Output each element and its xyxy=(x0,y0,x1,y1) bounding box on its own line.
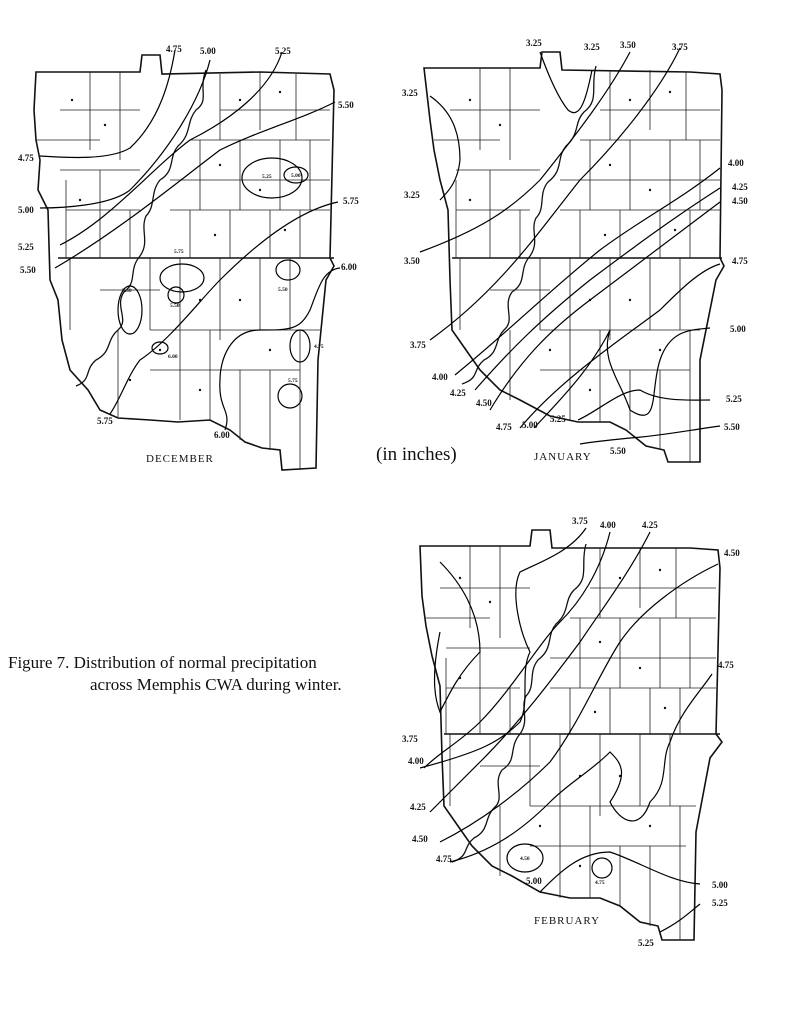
contour-label: 5.00 xyxy=(526,876,542,886)
contour-label: 4.75 xyxy=(18,153,34,163)
caption-line-1: Figure 7. Distribution of normal precipi… xyxy=(8,653,317,672)
contour-label: 3.75 xyxy=(572,516,588,526)
contour-label: 3.50 xyxy=(404,256,420,266)
contour-label-small: 5.50 xyxy=(278,287,288,293)
county-grid xyxy=(33,54,335,471)
month-label: DECEMBER xyxy=(146,453,214,465)
isohyet-5-75 xyxy=(109,201,339,415)
contour-label: 3.25 xyxy=(404,190,420,200)
mississippi-river xyxy=(451,543,587,863)
contour-label: 4.25 xyxy=(410,802,426,812)
contour-label: 4.25 xyxy=(642,520,658,530)
contour-label-small: 5.50 xyxy=(170,303,180,309)
contour-label: 5.50 xyxy=(610,446,626,456)
contour-label: 5.25 xyxy=(712,898,728,908)
contour-label: 3.50 xyxy=(620,40,636,50)
contour-label: 5.75 xyxy=(343,196,359,206)
contour-label: 4.75 xyxy=(732,256,748,266)
contour-label: 4.25 xyxy=(732,182,748,192)
county-centroids xyxy=(458,568,667,868)
units-label: (in inches) xyxy=(376,444,457,465)
contour-label: 4.75 xyxy=(436,854,452,864)
isohyet-5-25 xyxy=(59,51,283,246)
contour-label: 4.50 xyxy=(732,196,748,206)
contour-label-small: 5.25 xyxy=(262,174,272,180)
isohyet-6-00 xyxy=(219,267,341,431)
contour-label-small: 5.75 xyxy=(174,249,184,255)
county-centroids xyxy=(468,90,677,392)
isohyets xyxy=(419,47,721,445)
february-map: 3.75 4.00 4.25 4.50 4.75 3.75 4.00 4.25 … xyxy=(402,516,740,948)
january-map: 3.25 3.25 3.50 3.75 3.25 3.25 3.50 3.75 … xyxy=(402,38,748,463)
contour-label: 5.25 xyxy=(550,414,566,424)
contour-label: 4.50 xyxy=(724,548,740,558)
county-centroids xyxy=(70,90,287,392)
contour-label: 5.50 xyxy=(724,422,740,432)
contour-label: 4.75 xyxy=(718,660,734,670)
contour-label: 4.75 xyxy=(166,44,182,54)
contour-label-small: 4.50 xyxy=(520,856,530,862)
contour-label: 5.00 xyxy=(730,324,746,334)
contour-label-small: 4.75 xyxy=(314,344,324,350)
month-label: JANUARY xyxy=(534,451,592,463)
cwa-outline xyxy=(419,529,723,941)
county-grid xyxy=(419,529,723,941)
cwa-outline xyxy=(423,51,725,463)
december-map: 4.75 5.00 5.25 5.50 4.75 5.00 5.25 5.50 … xyxy=(18,44,359,471)
contour-label: 5.25 xyxy=(638,938,654,948)
contour-label-small: 4.75 xyxy=(595,880,605,886)
contour-label: 4.75 xyxy=(496,422,512,432)
contour-label-small: 5.75 xyxy=(288,378,298,384)
contour-label: 4.00 xyxy=(728,158,744,168)
contour-label: 5.50 xyxy=(20,265,36,275)
contour-label: 3.25 xyxy=(584,42,600,52)
contour-label: 6.00 xyxy=(341,262,357,272)
contour-label: 4.00 xyxy=(600,520,616,530)
contour-label: 3.25 xyxy=(402,88,418,98)
contour-label: 3.75 xyxy=(410,340,426,350)
contour-label: 5.50 xyxy=(338,100,354,110)
isohyet-5-50 xyxy=(54,101,336,269)
contour-label: 3.75 xyxy=(672,42,688,52)
mississippi-river xyxy=(75,69,207,387)
contour-label: 5.25 xyxy=(726,394,742,404)
contour-label: 5.00 xyxy=(200,46,216,56)
isohyets xyxy=(419,527,719,933)
contour-label-small: 5.00 xyxy=(291,173,301,179)
contour-label: 5.75 xyxy=(97,416,113,426)
contour-label: 6.00 xyxy=(214,430,230,440)
county-grid xyxy=(423,51,725,463)
isohyets xyxy=(39,49,341,431)
contour-label: 4.50 xyxy=(412,834,428,844)
contour-label-small: 5.50 xyxy=(122,288,132,294)
isohyet-4-75 xyxy=(39,49,176,159)
contour-label: 5.00 xyxy=(18,205,34,215)
contour-label: 5.00 xyxy=(522,420,538,430)
contour-label: 3.25 xyxy=(526,38,542,48)
contour-label: 4.25 xyxy=(450,388,466,398)
caption-line-2: across Memphis CWA during winter. xyxy=(90,675,342,694)
cwa-outline xyxy=(33,54,335,471)
contour-label: 4.50 xyxy=(476,398,492,408)
figure-caption: Figure 7. Distribution of normal precipi… xyxy=(8,652,393,696)
contour-label: 4.00 xyxy=(432,372,448,382)
contour-label: 5.25 xyxy=(275,46,291,56)
contour-label: 5.00 xyxy=(712,880,728,890)
month-label: FEBRUARY xyxy=(534,915,600,927)
contour-label: 4.00 xyxy=(408,756,424,766)
mississippi-river xyxy=(461,65,597,385)
contour-label-small: 6.00 xyxy=(168,354,178,360)
contour-label: 5.25 xyxy=(18,242,34,252)
contour-label: 3.75 xyxy=(402,734,418,744)
isohyet-5-00 xyxy=(39,59,211,209)
